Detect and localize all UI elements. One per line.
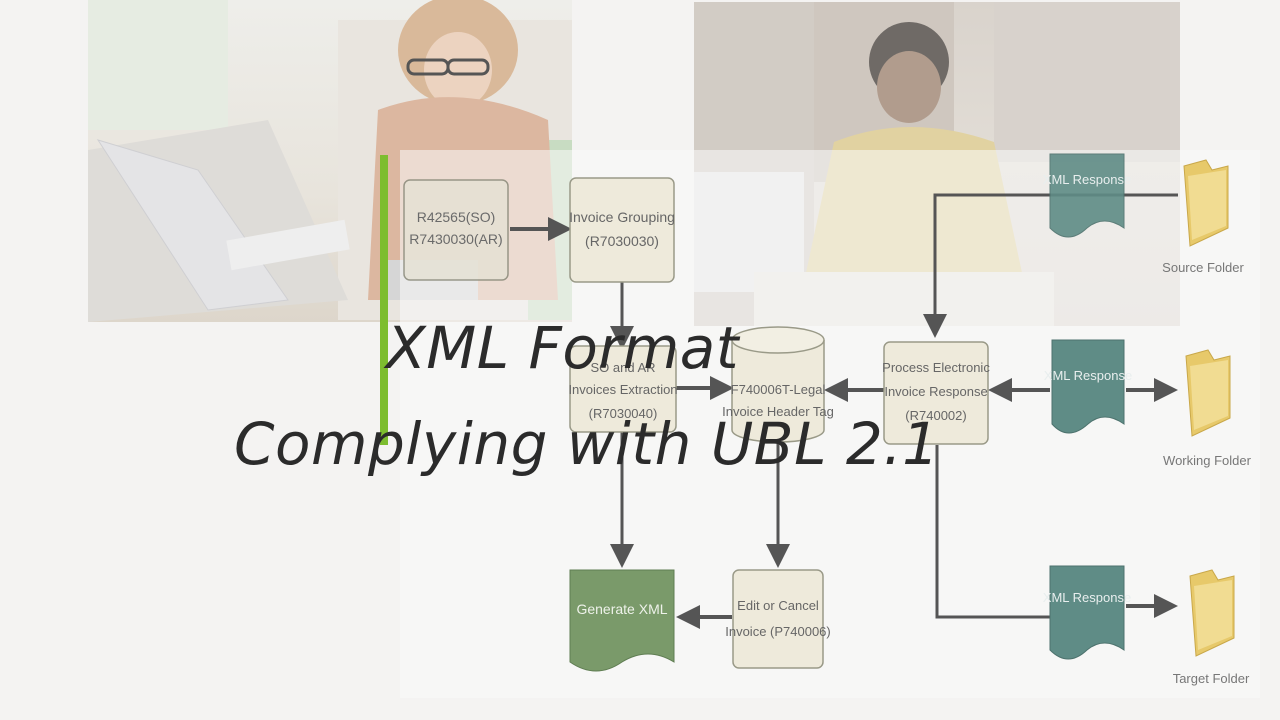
accent-bar <box>380 155 388 445</box>
process-line2: Invoice Response <box>884 384 987 399</box>
extraction-line1: SO and AR <box>590 360 655 375</box>
folder-icon <box>1189 569 1235 657</box>
legal-tag-line1: F740006T-Legal <box>731 382 826 397</box>
working-folder-label: Working Folder <box>1163 453 1252 468</box>
node-invoices-extraction: SO and AR Invoices Extraction (R7030040) <box>568 345 678 433</box>
headline-complying-ubl: Complying with UBL 2.1 <box>234 410 940 478</box>
source-folder: Source Folder <box>1162 159 1244 275</box>
source-folder-label: Source Folder <box>1162 260 1244 275</box>
connector-process-to-xml3 <box>935 445 1050 619</box>
node-edit-or-cancel-invoice: Edit or Cancel Invoice (P740006) <box>725 569 831 669</box>
generate-xml-label: Generate XML <box>576 601 667 617</box>
node-legal-invoice-header-tag: F740006T-Legal Invoice Header Tag <box>722 326 834 443</box>
xml-response-2-label: XML Response <box>1044 368 1132 383</box>
node-xml-response-target: XML Response <box>1043 565 1131 660</box>
node-invoice-grouping: Invoice Grouping (R7030030) <box>569 177 675 283</box>
so-ar-line1: R42565(SO) <box>417 209 496 225</box>
target-folder-label: Target Folder <box>1173 671 1250 686</box>
node-xml-response-source: XML Response <box>1043 153 1131 238</box>
extraction-line3: (R7030040) <box>589 406 658 421</box>
so-ar-line2: R7430030(AR) <box>409 231 502 247</box>
process-line1: Process Electronic <box>882 360 990 375</box>
target-folder: Target Folder <box>1173 569 1250 686</box>
node-xml-response-working: XML Response <box>1044 339 1132 434</box>
node-process-electronic-invoice-response: Process Electronic Invoice Response (R74… <box>882 341 990 445</box>
xml-response-3-label: XML Response <box>1043 590 1131 605</box>
invoice-grouping-line2: (R7030030) <box>585 233 659 249</box>
working-folder: Working Folder <box>1163 349 1252 468</box>
node-generate-xml: Generate XML <box>569 569 675 672</box>
folder-icon <box>1185 349 1231 437</box>
process-line3: (R740002) <box>905 408 966 423</box>
invoice-grouping-line1: Invoice Grouping <box>569 209 675 225</box>
legal-tag-line2: Invoice Header Tag <box>722 404 834 419</box>
folder-icon <box>1183 159 1229 247</box>
extraction-line2: Invoices Extraction <box>568 382 677 397</box>
edit-cancel-line2: Invoice (P740006) <box>725 624 831 639</box>
connectors <box>510 193 1178 629</box>
edit-cancel-line1: Edit or Cancel <box>737 598 819 613</box>
node-so-ar-programs: R42565(SO) R7430030(AR) <box>403 179 509 281</box>
headline-xml-format: XML Format <box>386 314 739 382</box>
xml-response-1-label: XML Response <box>1043 172 1131 187</box>
